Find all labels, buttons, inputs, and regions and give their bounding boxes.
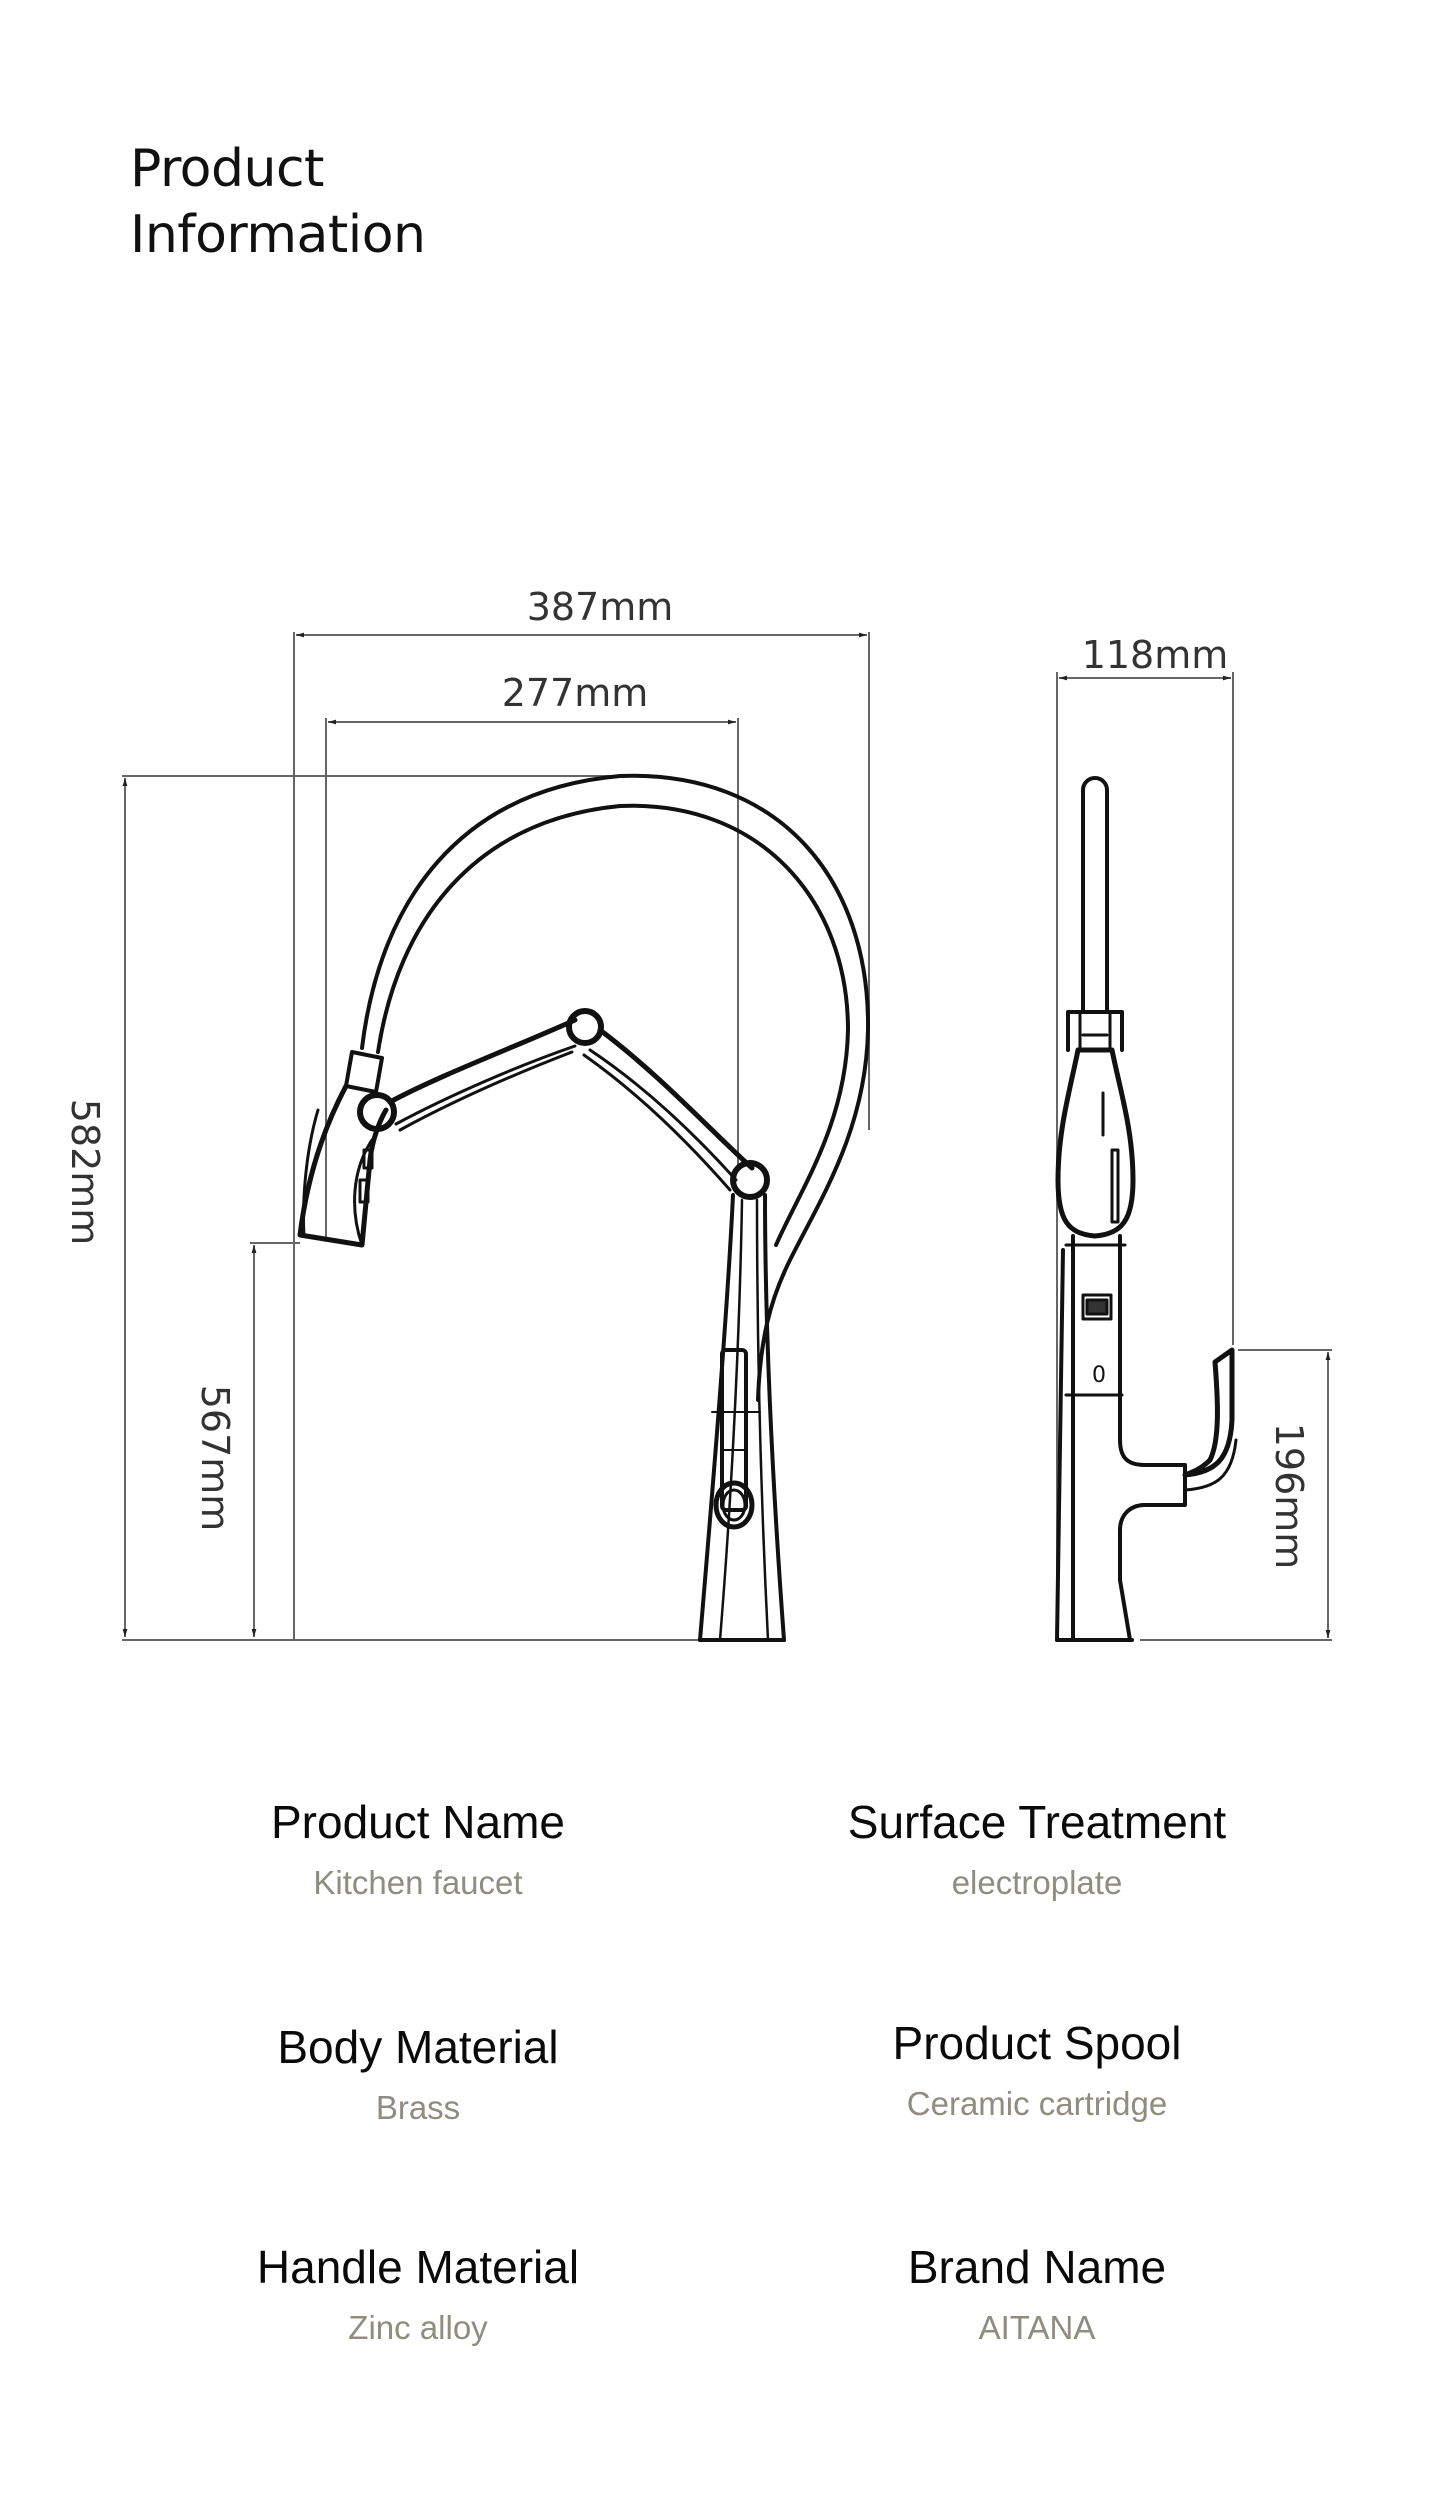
arm-joint-3: [730, 1160, 770, 1200]
dimension-label-reach: 277mm: [502, 671, 649, 715]
dimension-lines-front: [122, 632, 870, 1641]
faucet-dimension-diagram: 387mm 277mm 582mm 567mm: [63, 585, 1332, 1642]
arm-joint-2: [566, 1008, 604, 1046]
spec-product-name: Product Name Kitchen faucet: [138, 1795, 698, 1903]
spec-product-spool: Product Spool Ceramic cartridge: [757, 2016, 1317, 2124]
front-view: 387mm 277mm 582mm 567mm: [63, 585, 871, 1642]
spec-label: Product Name: [270, 1796, 565, 1848]
spec-value: Kitchen faucet: [313, 1864, 523, 1901]
arm-joint-1: [357, 1092, 397, 1132]
faucet-side-drawing: 0: [1055, 776, 1238, 1642]
spec-body-material: Body Material Brass: [138, 2020, 698, 2128]
spec-brand-name: Brand Name AITANA: [757, 2240, 1317, 2348]
page-title-line-2: Information: [130, 205, 426, 265]
spec-surface-treatment: Surface Treatment electroplate: [757, 1795, 1317, 1903]
spec-value: Brass: [375, 2089, 461, 2126]
spec-value: electroplate: [951, 1864, 1123, 1901]
sensor-indicator-icon: 0: [1092, 1363, 1106, 1388]
spec-label: Brand Name: [907, 2241, 1167, 2293]
side-view: 118mm 196mm 0: [1055, 633, 1332, 1642]
spec-value: Zinc alloy: [348, 2309, 488, 2346]
spec-label: Body Material: [277, 2021, 559, 2073]
spec-label: Handle Material: [256, 2241, 580, 2293]
faucet-front-drawing: [297, 773, 871, 1642]
page-title: Product Information: [130, 136, 426, 268]
page-title-line-1: Product: [130, 139, 324, 199]
spec-handle-material: Handle Material Zinc alloy: [138, 2240, 698, 2348]
dimension-label-depth: 118mm: [1082, 633, 1229, 677]
spec-label: Product Spool: [892, 2017, 1182, 2069]
dimension-label-overall-width: 387mm: [527, 585, 674, 629]
spec-value: Ceramic cartridge: [906, 2085, 1168, 2122]
dimension-label-spout-height: 567mm: [193, 1385, 237, 1532]
spec-label: Surface Treatment: [847, 1796, 1227, 1848]
dimension-label-overall-height: 582mm: [63, 1099, 107, 1246]
spec-value: AITANA: [978, 2309, 1096, 2346]
dimension-label-handle-height: 196mm: [1267, 1423, 1311, 1570]
